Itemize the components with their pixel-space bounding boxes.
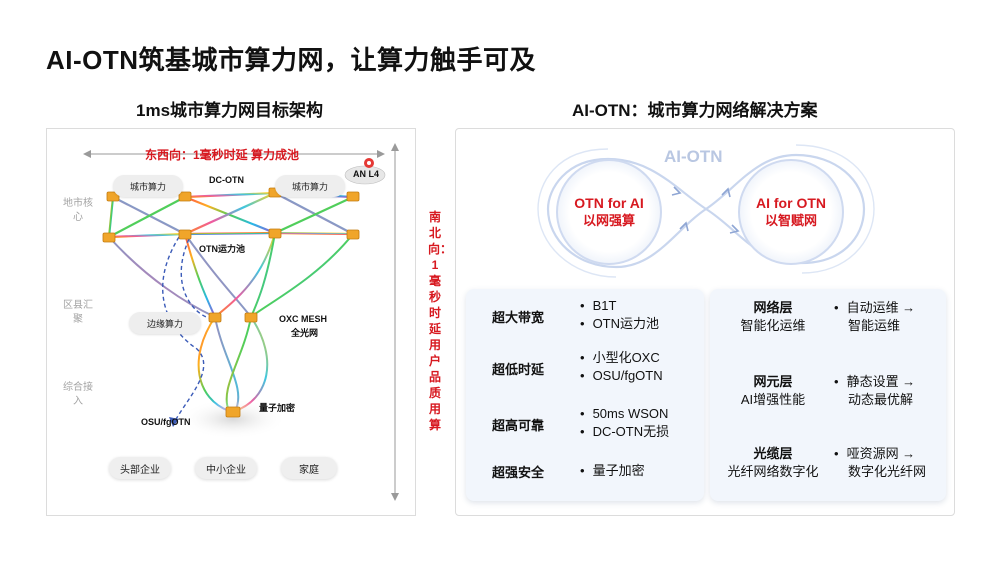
layer-item: 网络层 智能化运维 [718,299,828,335]
layer-evolution: 自动运维 → 智能运维 [834,299,916,335]
layer-item: 网元层 AI增强性能 [718,373,828,409]
cloud-edge-compute: 边缘算力 [129,312,201,334]
label-quantum-encryption: 量子加密 [259,403,296,413]
otn-for-ai-title: OTN for AI [574,195,644,211]
layer-name: 光缆层 [753,446,793,461]
ai-for-otn-title: AI for OTN [756,195,826,211]
label-all-optical: 全光网 [291,328,319,338]
feature-value: 50ms WSON [580,405,669,423]
layer-to: 智能运维 [848,318,901,333]
feature-values: 50ms WSON DC-OTN无损 [580,405,670,441]
label-oxc-mesh: OXC MESH [279,314,328,324]
otn-nodes [102,187,360,418]
feature-values: 小型化OXC OSU/fgOTN [580,349,663,385]
features-card: 超大带宽 B1T OTN运力池 超低时延 小型化OXC OSU/fgOTN 超高… [466,289,704,501]
tier-label-core: 地市核心 [63,198,93,223]
east-west-arrow [83,150,385,158]
ai-otn-loop-label: AI-OTN [664,147,723,166]
ai-for-otn-circle: AI for OTN 以智赋网 [738,159,844,265]
otn-for-ai-circle: OTN for AI 以网强算 [556,159,662,265]
solution-panel: AI-OTN OTN for AI 以网强算 AI for OTN 以智赋网 超… [455,128,955,516]
north-south-label: 南北向：1毫秒时延 用户品质用算 [428,210,453,432]
feature-values: 量子加密 [580,462,645,480]
ai-for-otn-subtitle: 以智赋网 [764,213,817,228]
slide-title: AI-OTN筑基城市算力网，让算力触手可及 [46,45,537,75]
layer-from: 哑资源网 → [834,445,926,463]
feature-value: DC-OTN无损 [580,423,670,441]
feature-value: B1T [580,297,659,315]
customer-home: 家庭 [281,457,337,479]
label-osu-fgotn: OSU/fgOTN [141,417,191,427]
feature-name: 超大带宽 [492,310,545,325]
aggregation-links [108,232,354,318]
ai-otn-loop-graphic [537,144,875,278]
layer-to: 动态最优解 [848,392,914,407]
left-panel-title: 1ms城市算力网目标架构 [136,101,324,120]
layer-description: AI增强性能 [740,392,806,407]
feature-name: 超强安全 [492,465,545,480]
north-south-arrow [391,143,399,501]
east-west-label: 东西向：1毫秒时延 算力成池 [145,148,300,162]
layer-evolution: 静态设置 → 动态最优解 [834,373,916,409]
layer-name: 网络层 [753,300,793,315]
architecture-diagram: 东西向：1毫秒时延 算力成池 南北向：1毫秒时延 用户品质用算 地市核心 区县汇… [46,128,452,516]
label-dc-otn: DC-OTN [209,175,244,185]
customer-sme: 中小企业 [195,457,257,479]
cloud-city-compute-left: 城市算力 [113,175,183,197]
layer-to: 数字化光纤网 [848,464,927,479]
cloud-city-compute-right: 城市算力 [275,175,345,197]
layer-from: 静态设置 → [834,373,916,391]
customer-large-enterprise: 头部企业 [109,457,171,479]
dc-otn-mesh-links [107,191,355,239]
feature-value: OSU/fgOTN [580,367,663,385]
feature-values: B1T OTN运力池 [580,297,659,333]
layer-item: 光缆层 光纤网络数字化 [718,445,828,481]
layer-evolution: 哑资源网 → 数字化光纤网 [834,445,926,481]
oxc-mesh-links [197,316,269,412]
architecture-diagram-graphic [83,143,399,501]
layer-name: 网元层 [753,374,793,389]
access-glow [179,399,287,439]
feature-value: 量子加密 [580,462,645,480]
feature-value: OTN运力池 [580,315,659,333]
layer-description: 光纤网络数字化 [727,464,819,479]
tier-label-access: 综合接入 [63,382,93,407]
tier-label-aggregation: 区县汇聚 [63,300,93,325]
label-otn-pool: OTN运力池 [199,244,245,254]
feature-value: 小型化OXC [580,349,663,367]
feature-name: 超低时延 [492,362,545,377]
layer-description: 智能化运维 [740,318,806,333]
layers-card: 网络层 智能化运维 自动运维 → 智能运维 网元层 AI增强性能 静态设置 → … [710,289,946,501]
right-panel-title: AI-OTN：城市算力网络解决方案 [572,101,818,120]
otn-for-ai-subtitle: 以网强算 [582,213,635,228]
layer-from: 自动运维 → [834,299,916,317]
an-l4-badge [344,158,386,185]
label-an-l4: AN L4 [353,169,380,179]
feature-name: 超高可靠 [492,418,545,433]
